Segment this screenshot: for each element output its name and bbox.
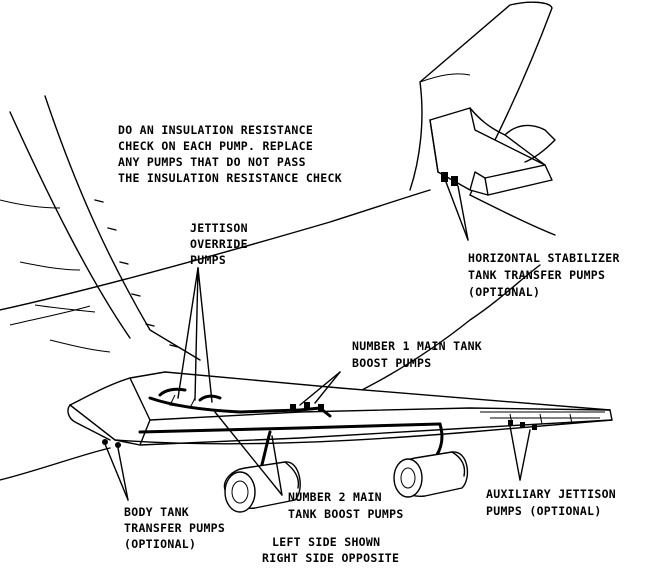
left-wing bbox=[67, 371, 613, 446]
jettison-override-label: JETTISON OVERRIDE PUMPS bbox=[190, 221, 255, 267]
body-tank-label: BODY TANK TRANSFER PUMPS (OPTIONAL) bbox=[124, 505, 232, 551]
engine-inboard bbox=[223, 461, 301, 513]
main-tank-1-label: NUMBER 1 MAIN TANK BOOST PUMPS bbox=[352, 339, 489, 370]
note-text: DO AN INSULATION RESISTANCE CHECK ON EAC… bbox=[118, 123, 342, 185]
vertical-stabilizer bbox=[409, 1, 553, 196]
pump-markers bbox=[102, 402, 537, 448]
engine-outboard bbox=[393, 451, 469, 498]
side-note-label: LEFT SIDE SHOWN RIGHT SIDE OPPOSITE bbox=[262, 535, 399, 565]
main-tank-2-label: NUMBER 2 MAIN TANK BOOST PUMPS bbox=[288, 490, 404, 521]
horizontal-stabilizer-label: HORIZONTAL STABILIZER TANK TRANSFER PUMP… bbox=[468, 251, 627, 299]
leader-lines bbox=[104, 181, 531, 501]
right-wing-background bbox=[0, 95, 201, 361]
auxiliary-label: AUXILIARY JETTISON PUMPS (OPTIONAL) bbox=[486, 487, 623, 518]
horizontal-stabilizer bbox=[429, 107, 556, 196]
